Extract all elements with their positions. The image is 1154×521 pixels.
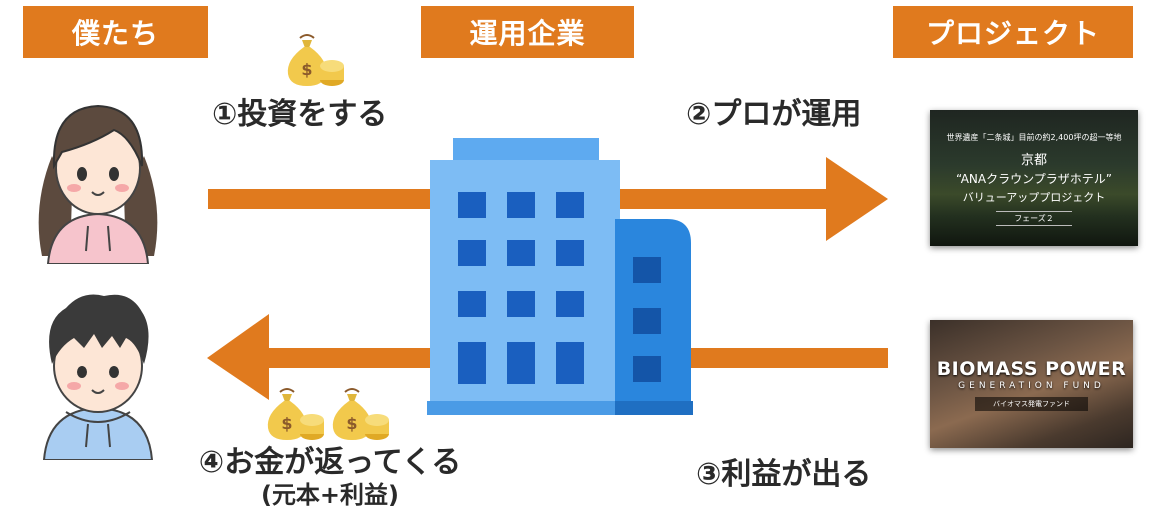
- project-biomass-card: BIOMASS POWER GENERATION FUND バイオマス発電ファン…: [930, 320, 1133, 448]
- hotel-project: バリューアッププロジェクト: [962, 191, 1106, 204]
- hotel-city: 京都: [1020, 153, 1047, 168]
- step-return-line2: (元本+利益): [260, 481, 400, 509]
- step-profit-label: ③利益が出る: [696, 457, 872, 492]
- hotel-name: “ANAクラウンプラザホテル”: [956, 172, 1112, 186]
- biomass-caption: バイオマス発電ファンド: [975, 397, 1088, 411]
- office-building-icon: [427, 138, 693, 415]
- hotel-subtitle: 世界遺産「二条城」目前の約2,400坪の超一等地: [946, 133, 1122, 142]
- biomass-title: BIOMASS POWER: [936, 358, 1127, 380]
- hotel-phase: フェーズ２: [996, 211, 1072, 226]
- svg-text:$: $: [301, 60, 312, 79]
- project-hotel-card: 世界遺産「二条城」目前の約2,400坪の超一等地 京都 “ANAクラウンプラザホ…: [930, 110, 1138, 246]
- step-invest-label: ①投資をする: [212, 97, 388, 132]
- money-bag-icon: $: [332, 388, 389, 440]
- header-us: 僕たち: [23, 6, 208, 58]
- svg-text:$: $: [346, 414, 357, 433]
- person-woman-icon: [38, 104, 158, 264]
- step-operate-label: ②プロが運用: [686, 97, 862, 132]
- svg-text:$: $: [281, 414, 292, 433]
- header-company: 運用企業: [421, 6, 634, 58]
- person-boy-icon: [42, 294, 154, 460]
- money-bag-icon: $: [287, 34, 344, 86]
- money-bag-icon: $: [267, 388, 324, 440]
- step-return-label: ④お金が返ってくる (元本+利益): [170, 445, 490, 510]
- header-project: プロジェクト: [893, 6, 1133, 58]
- step-return-line1: ④お金が返ってくる: [198, 445, 462, 480]
- biomass-subtitle: GENERATION FUND: [958, 381, 1105, 391]
